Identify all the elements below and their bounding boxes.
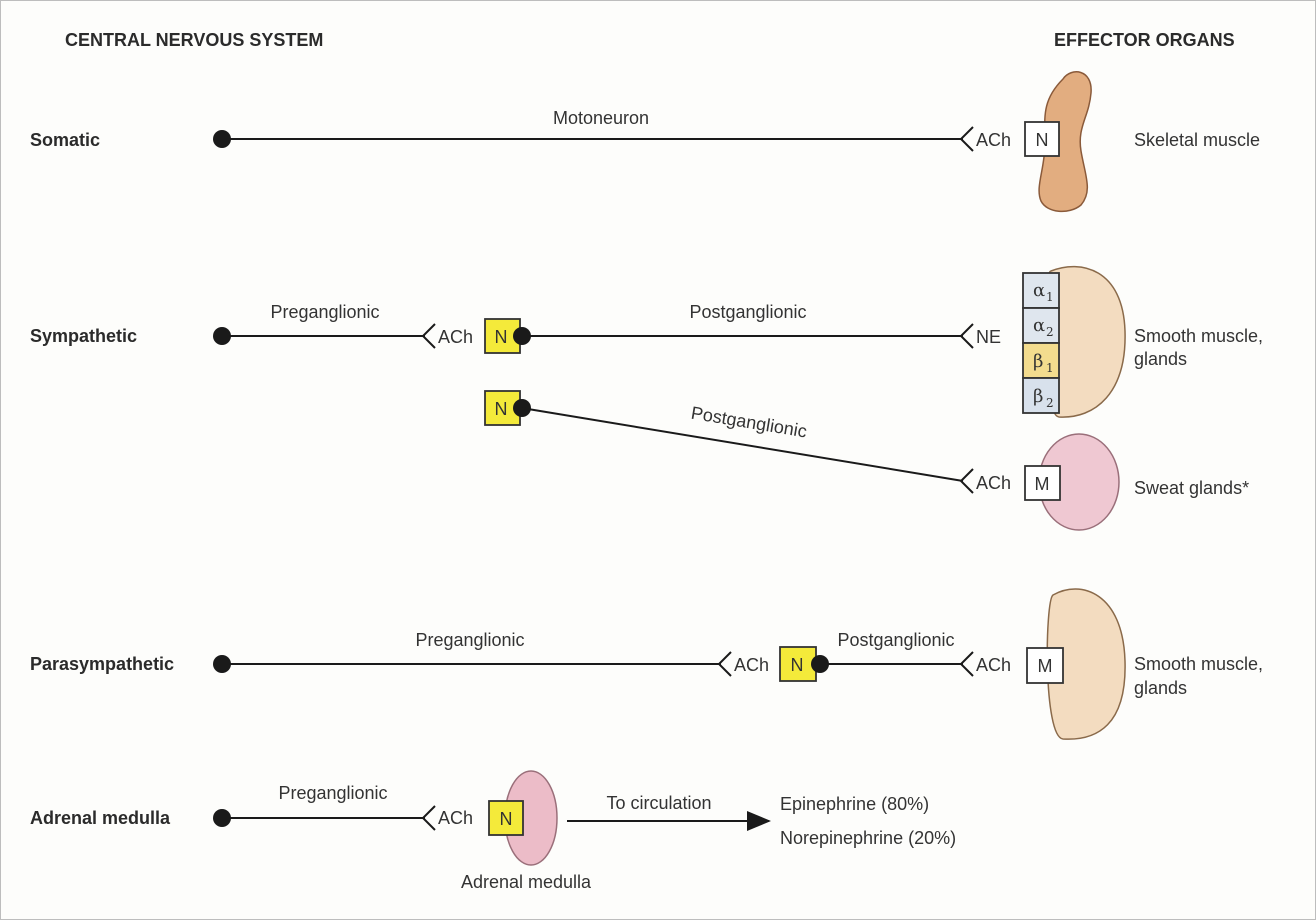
epinephrine-label: Epinephrine (80%) <box>780 794 929 814</box>
parasympathetic-pre-terminal <box>717 651 732 677</box>
sympathetic-sweat-pathway: N Postganglionic ACh M Sweat glands* <box>484 390 1249 531</box>
alpha1-receptor-box <box>1022 272 1060 309</box>
parasympathetic-receptor-box <box>1026 647 1064 684</box>
sympathetic-post-terminal <box>959 323 974 349</box>
beta1-receptor-subscript: 1 <box>1046 361 1054 375</box>
somatic-transmitter: ACh <box>976 130 1011 150</box>
sweat-receptor: M <box>1035 474 1050 494</box>
adrenal-medulla-pathway: Adrenal medulla Preganglionic ACh N Adre… <box>30 770 956 892</box>
sympathetic-pre-transmitter: ACh <box>438 327 473 347</box>
to-circulation-label: To circulation <box>606 793 711 813</box>
alpha2-receptor-subscript: 2 <box>1046 325 1054 339</box>
sympathetic-pathway: Sympathetic Preganglionic ACh N Postgang… <box>30 265 1263 418</box>
adrenal-receptor-box <box>488 800 524 836</box>
sympathetic-preganglionic-label: Preganglionic <box>270 302 379 322</box>
parasympathetic-effector-line1: Smooth muscle, <box>1134 654 1263 674</box>
sweat-transmitter: ACh <box>976 473 1011 493</box>
effector-organs-header: EFFECTOR ORGANS <box>1054 30 1235 50</box>
parasympathetic-preganglionic-label: Preganglionic <box>415 630 524 650</box>
parasympathetic-ganglion-receptor: N <box>791 655 804 675</box>
alpha1-receptor-subscript: 1 <box>1046 290 1054 304</box>
norepinephrine-label: Norepinephrine (20%) <box>780 828 956 848</box>
alpha2-receptor-symbol: α <box>1033 315 1045 336</box>
somatic-receptor-box <box>1024 121 1060 157</box>
beta2-receptor-symbol: β <box>1033 386 1043 407</box>
motoneuron-label: Motoneuron <box>553 108 649 128</box>
adrenal-preganglionic-label: Preganglionic <box>278 783 387 803</box>
parasympathetic-postganglionic-label: Postganglionic <box>837 630 954 650</box>
skeletal-muscle-label: Skeletal muscle <box>1134 130 1260 150</box>
beta2-receptor-subscript: 2 <box>1046 396 1054 410</box>
sympathetic-postganglionic-label: Postganglionic <box>689 302 806 322</box>
adrenal-transmitter: ACh <box>438 808 473 828</box>
adrenergic-receptor-stack: α 1 α 2 β 1 β 2 <box>1022 272 1060 414</box>
sweat-postganglionic-axon <box>521 407 964 482</box>
parasympathetic-label: Parasympathetic <box>30 654 174 674</box>
cns-header: CENTRAL NERVOUS SYSTEM <box>65 30 323 50</box>
sweat-postganglionic-label: Postganglionic <box>690 403 809 442</box>
sympathetic-pre-terminal <box>421 323 436 349</box>
beta2-receptor-box <box>1022 377 1060 414</box>
parasympathetic-pre-transmitter: ACh <box>734 655 769 675</box>
adrenal-organ-label: Adrenal medulla <box>461 872 592 892</box>
parasympathetic-post-terminal <box>959 651 974 677</box>
sweat-terminal <box>959 468 974 494</box>
sweat-glands-label: Sweat glands* <box>1134 478 1249 498</box>
adrenal-receptor: N <box>500 809 513 829</box>
adrenal-label: Adrenal medulla <box>30 808 171 828</box>
sympathetic-effector-line1: Smooth muscle, <box>1134 326 1263 346</box>
beta1-receptor-symbol: β <box>1033 351 1043 372</box>
parasympathetic-effector-line2: glands <box>1134 678 1187 698</box>
alpha1-receptor-symbol: α <box>1033 280 1045 301</box>
sympathetic-label: Sympathetic <box>30 326 137 346</box>
sweat-receptor-box <box>1024 465 1061 501</box>
sweat-ganglion-receptor: N <box>495 399 508 419</box>
sympathetic-effector-line2: glands <box>1134 349 1187 369</box>
somatic-label: Somatic <box>30 130 100 150</box>
parasympathetic-receptor: M <box>1038 656 1053 676</box>
parasympathetic-post-transmitter: ACh <box>976 655 1011 675</box>
sympathetic-ganglion-receptor: N <box>495 327 508 347</box>
parasympathetic-pathway: Parasympathetic Preganglionic ACh N Post… <box>30 588 1263 740</box>
somatic-axon-terminal <box>959 126 974 152</box>
somatic-pathway: Somatic Motoneuron ACh N Skeletal muscle <box>30 71 1260 213</box>
adrenal-terminal <box>421 805 436 831</box>
sympathetic-post-transmitter: NE <box>976 327 1001 347</box>
somatic-receptor: N <box>1036 130 1049 150</box>
